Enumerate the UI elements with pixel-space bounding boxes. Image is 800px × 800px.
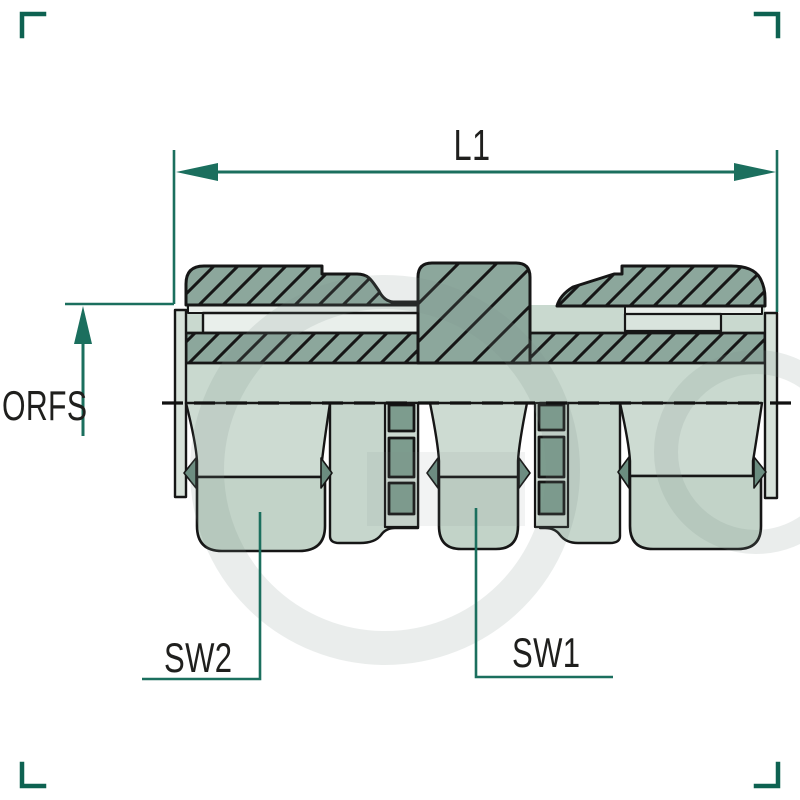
watermark-block (367, 452, 525, 526)
corner-mark-bottom-left (19, 761, 47, 789)
hatch-center-boss (416, 261, 532, 365)
thread-strip-right-wide (623, 312, 723, 333)
slot-left-2 (387, 436, 416, 479)
nut-middle-facet-l (426, 457, 439, 489)
hatch-band-upper-right (555, 264, 767, 308)
nut-middle (426, 401, 531, 551)
nut-middle-facet-r (518, 457, 531, 489)
slot-right-2 (537, 435, 566, 479)
end-strip-right (763, 311, 779, 500)
nut-right (617, 401, 767, 551)
nut-right-facet-l (617, 456, 630, 489)
l1-arrowhead-left (176, 163, 218, 181)
nut-right-lobe (628, 474, 763, 551)
orfs-label: ORFS (2, 382, 87, 429)
corner-marks (19, 11, 781, 789)
watermark-ring-small (654, 350, 800, 554)
fitting-body (173, 261, 779, 553)
nut-left-facet-l (183, 457, 197, 489)
nut-right-facet-r (753, 456, 767, 489)
corner-mark-top-right (753, 11, 781, 39)
nut-middle-lobe (437, 475, 520, 551)
l1-arrowhead-right (734, 163, 776, 181)
watermark (190, 275, 800, 665)
nut-left-facet-r (320, 457, 333, 489)
sw1-leader-line (474, 508, 613, 679)
l1-label: L1 (454, 121, 491, 170)
sw2-label: SW2 (164, 634, 232, 681)
corner-mark-top-left (19, 11, 47, 39)
slot-right-1 (537, 403, 566, 432)
nut-right-face (618, 401, 764, 478)
watermark-ring-large (190, 275, 580, 665)
slot-right-3 (537, 480, 566, 516)
slot-left-3 (387, 481, 416, 516)
slot-left-1 (387, 403, 416, 433)
dimension-labels: L1 ORFS SW2 SW1 (2, 121, 580, 681)
corner-mark-bottom-right (753, 761, 781, 789)
sw1-label: SW1 (512, 629, 580, 676)
orfs-arrowhead-up (74, 306, 92, 344)
dimension-lines (65, 150, 779, 681)
hatch-band-upper-left (184, 264, 420, 307)
sw2-leader-line (142, 512, 262, 681)
